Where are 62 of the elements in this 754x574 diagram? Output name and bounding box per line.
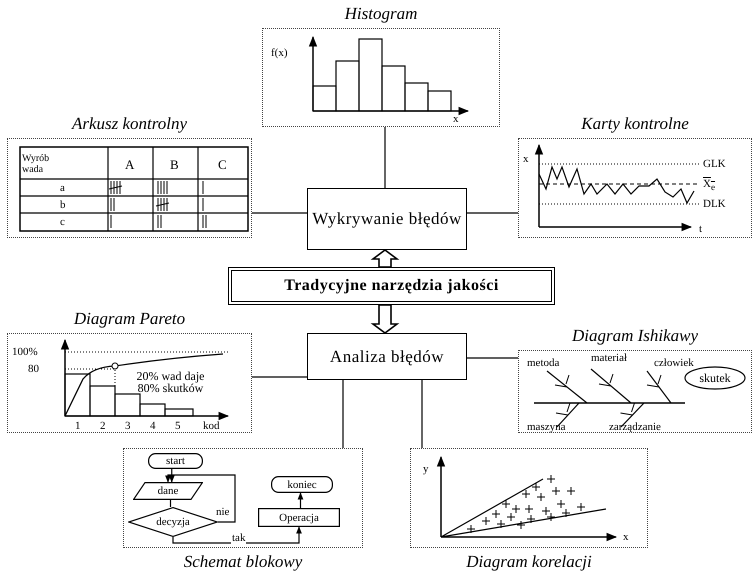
cause-label: maszyna	[527, 421, 566, 433]
tick-label: 2	[100, 420, 106, 432]
connector-line	[384, 127, 386, 188]
table-row-label: c	[60, 216, 65, 228]
panel-title: Diagram Ishikawy	[570, 326, 700, 346]
node-label: koniec	[287, 478, 317, 490]
node-label: dane	[158, 485, 178, 497]
arrow	[165, 474, 236, 523]
limit-label: GLK	[703, 158, 726, 170]
cause-label: człowiek	[654, 357, 694, 369]
tick-label: 1	[75, 420, 80, 432]
table-header: B	[170, 159, 179, 171]
process-box: Wykrywanie błędów	[307, 188, 467, 250]
edge-label: nie	[215, 506, 230, 518]
axis-label: t	[699, 223, 702, 235]
tick-label: 4	[150, 420, 156, 432]
panel-title: Schemat blokowy	[182, 552, 304, 572]
table-row-label: a	[60, 182, 65, 194]
tick-label: 5	[175, 420, 180, 432]
block-arrow	[370, 304, 400, 334]
connector-line	[342, 380, 344, 448]
panel-title: Arkusz kontrolny	[70, 114, 188, 134]
chart-note: 20% wad daje 80% skutków	[136, 370, 206, 394]
tick-label: 100%	[12, 346, 38, 358]
axis-label: x	[453, 113, 458, 125]
node-label: Operacja	[279, 512, 319, 524]
panel-title: Diagram korelacji	[465, 552, 593, 572]
node-label: decyzja	[156, 516, 190, 528]
tick-label: kod	[203, 420, 220, 432]
arrow	[172, 526, 302, 544]
edge-label: tak	[231, 532, 246, 544]
arrow	[298, 492, 304, 508]
connector-line	[252, 376, 307, 378]
block-arrow	[370, 249, 400, 268]
arrow	[168, 469, 175, 483]
axis-label: x	[523, 153, 528, 165]
axis-label: x	[623, 531, 628, 543]
cause-label: zarządzanie	[609, 421, 661, 433]
table-header: C	[218, 159, 227, 171]
table-header: A	[125, 159, 134, 171]
connector-line	[467, 357, 518, 359]
node-label: skutek	[699, 370, 731, 386]
axis-label: f(x)	[271, 47, 288, 59]
cause-label: metoda	[527, 357, 560, 369]
panel-title: Diagram Pareto	[72, 309, 186, 329]
connector-line	[421, 380, 423, 448]
table-row-label: b	[60, 199, 66, 211]
connector-line	[252, 212, 307, 214]
panel-title: Karty kontrolne	[580, 114, 690, 134]
limit-label: DLK	[703, 198, 726, 210]
table-header: Wyrób wada	[22, 153, 50, 175]
connector-line	[170, 500, 172, 507]
tick-label: 80	[28, 363, 39, 375]
node-label: start	[166, 455, 185, 467]
panel-title: Histogram	[344, 4, 418, 24]
cause-label: materiał	[591, 352, 628, 364]
tick-label: 3	[125, 420, 130, 432]
main-box: Tradycyjne narzędzia jakości	[228, 267, 555, 305]
process-box: Analiza błędów	[307, 333, 467, 380]
limit-label: X$_{e}$	[703, 178, 716, 194]
axis-label: y	[423, 463, 428, 475]
connector-line	[467, 212, 518, 214]
